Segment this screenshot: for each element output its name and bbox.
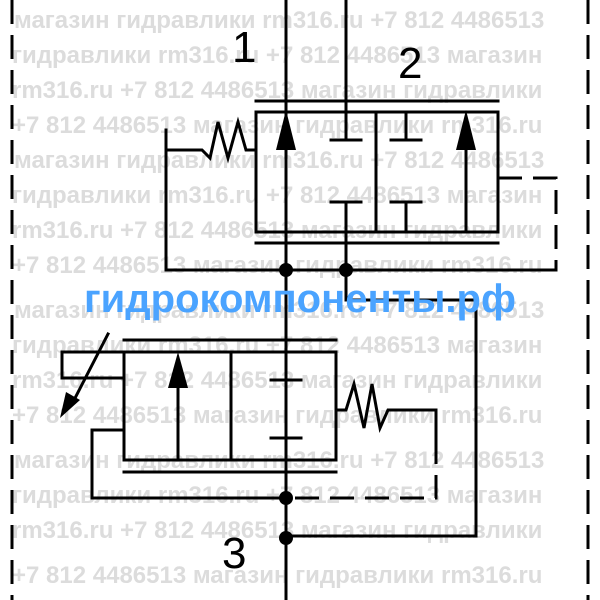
top-valve <box>164 0 558 274</box>
adjustment-arrow-head <box>60 392 80 418</box>
port-3-label: 3 <box>222 529 246 578</box>
watermark-line: гидравлики rm316.ru +7 812 4486513 магаз… <box>12 42 542 69</box>
watermark-line: +7 812 4486513 магазин гидравлики rm316.… <box>12 112 542 139</box>
watermark-line: +7 812 4486513 магазин гидравлики rm316.… <box>12 252 542 279</box>
brand-banner: гидрокомпоненты.рф <box>84 277 516 321</box>
top-valve-spring <box>164 116 258 164</box>
watermark-line: гидравлики rm316.ru +7 812 4486513 магаз… <box>12 482 542 509</box>
port-2-return-line <box>284 298 478 538</box>
bottom-valve-drain-line <box>286 440 438 500</box>
junction-dot <box>339 263 353 277</box>
bottom-valve-flow-arrow <box>168 352 188 388</box>
bottom-valve-spring <box>334 378 438 442</box>
junction-dot <box>279 531 293 545</box>
watermark-line: гидравлики rm316.ru +7 812 4486513 магаз… <box>12 332 542 359</box>
watermark-line: +7 812 4486513 магазин гидравлики rm316.… <box>12 402 542 429</box>
bottom-valve-pilot-line <box>90 428 288 500</box>
port-1-label: 1 <box>232 23 256 72</box>
watermark-line: rm316.ru +7 812 4486513 магазин гидравли… <box>12 517 542 544</box>
enclosure-border <box>10 0 590 600</box>
bottom-valve <box>60 331 438 500</box>
top-valve-right-flow-arrow <box>456 110 476 150</box>
adjustment-arrow-line <box>69 331 111 407</box>
top-valve-right-pilot <box>498 176 558 270</box>
bottom-valve-pilot-box <box>60 350 126 380</box>
watermark-line: +7 812 4486513 магазин гидравлики rm316.… <box>12 562 542 589</box>
junction-dot <box>279 263 293 277</box>
port-2-label: 2 <box>398 39 422 88</box>
watermark-line: гидравлики rm316.ru +7 812 4486513 магаз… <box>12 182 542 209</box>
watermark-line: магазин гидравлики rm316.ru +7 812 44865… <box>14 7 544 34</box>
watermark-line: магазин гидравлики rm316.ru +7 812 44865… <box>14 147 544 174</box>
watermark: магазин гидравлики rm316.ru +7 812 44865… <box>12 7 544 589</box>
